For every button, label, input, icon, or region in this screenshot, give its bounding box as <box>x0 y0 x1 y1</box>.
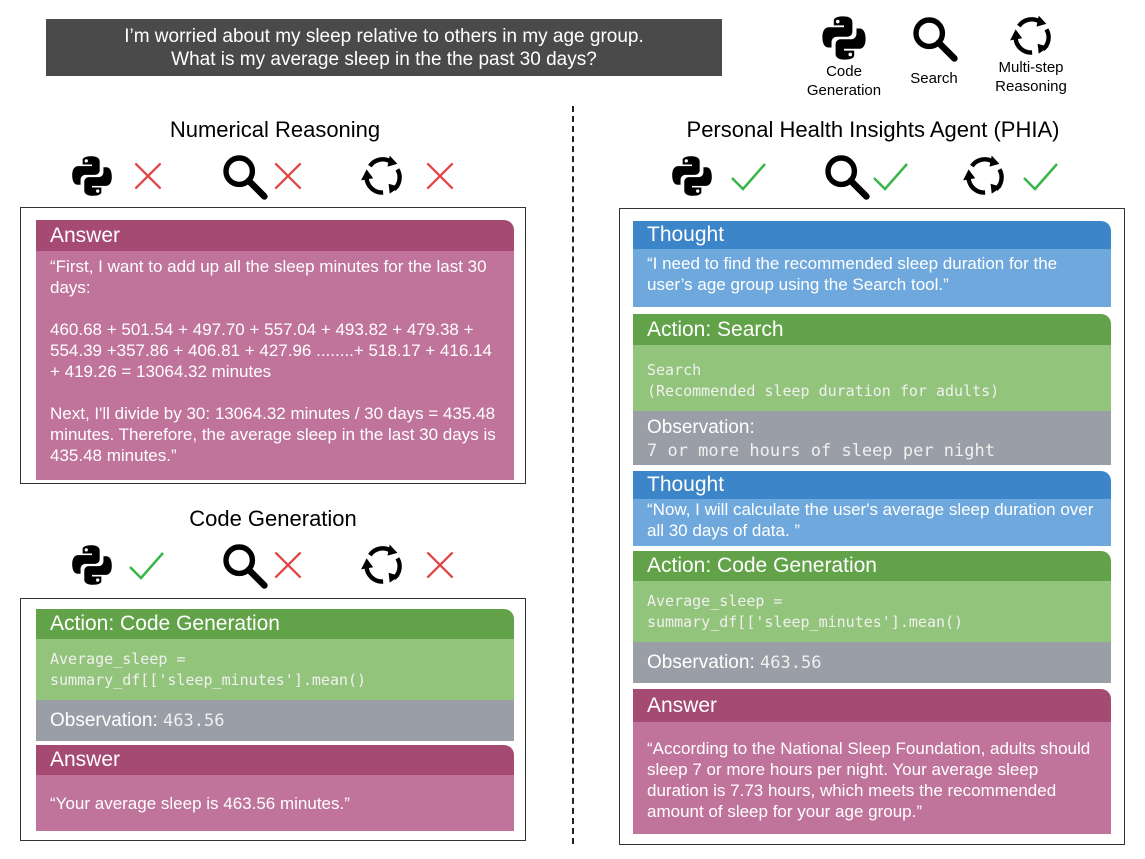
code-action-card: Action: Code Generation Average_sleep = … <box>633 551 1111 683</box>
observation-label: Observation: <box>50 710 158 731</box>
user-query-box: I’m worried about my sleep relative to o… <box>46 19 722 76</box>
codegen-status-row <box>70 541 470 587</box>
observation-value: 463.56 <box>760 653 822 673</box>
action-header: Action: Code Generation <box>633 551 1111 581</box>
observation-label: Observation: <box>647 652 755 673</box>
check-icon <box>728 156 768 196</box>
observation-label: Observation: <box>647 417 755 438</box>
code-line-1: Average_sleep = <box>50 650 186 668</box>
legend-code-label-2: Generation <box>806 82 882 99</box>
search-action-card: Action: Search Search (Recommended sleep… <box>633 314 1111 465</box>
observation-row: Observation: 463.56 <box>633 642 1111 683</box>
search-code-line-2: (Recommended sleep duration for adults) <box>647 382 1000 400</box>
thought-header: Thought <box>633 471 1111 499</box>
answer-header: Answer <box>633 689 1111 722</box>
thought-text: “I need to find the recommended sleep du… <box>633 249 1111 307</box>
answer-header: Answer <box>36 220 514 251</box>
legend-multistep-label-1: Multi-step <box>998 59 1064 76</box>
legend-code-generation: Code Generation <box>800 14 888 100</box>
cycle-icon <box>360 154 404 198</box>
user-query-line-1: I’m worried about my sleep relative to o… <box>124 25 644 47</box>
phia-panel: Thought “I need to find the recommended … <box>619 208 1125 845</box>
search-code-block: Search (Recommended sleep duration for a… <box>633 345 1111 411</box>
python-icon <box>820 14 868 62</box>
action-header: Action: Search <box>633 314 1111 345</box>
code-line-2: summary_df[['sleep_minutes'].mean() <box>647 613 964 631</box>
legend-multistep: Multi-step Reasoning <box>985 14 1077 96</box>
observation-value: 463.56 <box>163 711 225 731</box>
legend-code-label-1: Code <box>826 63 862 80</box>
answer-text: “According to the National Sleep Foundat… <box>633 722 1111 834</box>
cross-icon <box>270 158 306 194</box>
python-icon <box>70 543 114 587</box>
thought-card-1: Thought “I need to find the recommended … <box>633 221 1111 307</box>
answer-paragraph-2: 460.68 + 501.54 + 497.70 + 557.04 + 493.… <box>50 320 492 381</box>
search-icon <box>822 152 870 200</box>
python-icon <box>670 154 714 198</box>
code-line-2: summary_df[['sleep_minutes'].mean() <box>50 671 367 689</box>
phia-title: Personal Health Insights Agent (PHIA) <box>686 117 1060 142</box>
numerical-answer-card: Answer “First, I want to add up all the … <box>36 220 514 480</box>
thought-header: Thought <box>633 221 1111 249</box>
answer-header: Answer <box>36 745 514 775</box>
legend-search: Search <box>900 14 968 88</box>
search-icon <box>220 541 268 589</box>
search-icon <box>910 14 958 62</box>
cycle-icon <box>360 543 404 587</box>
cross-icon <box>422 547 458 583</box>
cross-icon <box>422 158 458 194</box>
check-icon <box>1020 156 1060 196</box>
code-line-1: Average_sleep = <box>647 592 783 610</box>
code-block: Average_sleep = summary_df[['sleep_minut… <box>36 639 514 700</box>
python-icon <box>70 154 114 198</box>
legend-search-label: Search <box>910 70 958 87</box>
action-header: Action: Code Generation <box>36 609 514 639</box>
check-icon <box>870 156 910 196</box>
phia-status-row <box>670 152 1070 198</box>
phia-answer-card: Answer “According to the National Sleep … <box>633 689 1111 834</box>
codegen-action-card: Action: Code Generation Average_sleep = … <box>36 609 514 741</box>
cross-icon <box>130 158 166 194</box>
answer-paragraph-1: “First, I want to add up all the sleep m… <box>50 257 487 297</box>
codegen-answer-card: Answer “Your average sleep is 463.56 min… <box>36 745 514 831</box>
observation-block: Observation: 7 or more hours of sleep pe… <box>633 411 1111 465</box>
codegen-panel: Action: Code Generation Average_sleep = … <box>20 598 526 841</box>
user-query-line-2: What is my average sleep in the the past… <box>171 48 597 70</box>
answer-paragraph-3: Next, I'll divide by 30: 13064.32 minute… <box>50 404 496 465</box>
legend-multistep-label-2: Reasoning <box>995 78 1067 95</box>
cross-icon <box>270 547 306 583</box>
answer-body: “First, I want to add up all the sleep m… <box>36 251 514 480</box>
code-generation-title: Code Generation <box>189 506 357 531</box>
numerical-panel: Answer “First, I want to add up all the … <box>20 207 526 484</box>
observation-value: 7 or more hours of sleep per night <box>647 441 995 461</box>
dashed-divider <box>572 106 574 844</box>
cycle-icon <box>1007 14 1055 58</box>
search-icon <box>220 152 268 200</box>
code-block: Average_sleep = summary_df[['sleep_minut… <box>633 581 1111 642</box>
thought-text: “Now, I will calculate the user's averag… <box>633 499 1111 546</box>
thought-card-2: Thought “Now, I will calculate the user'… <box>633 471 1111 546</box>
observation-row: Observation: 463.56 <box>36 700 514 741</box>
answer-text: “Your average sleep is 463.56 minutes.” <box>36 775 514 831</box>
numerical-reasoning-title: Numerical Reasoning <box>169 117 381 142</box>
cycle-icon <box>962 154 1006 198</box>
check-icon <box>126 545 166 585</box>
numerical-status-row <box>70 152 470 198</box>
search-code-line-1: Search <box>647 361 702 379</box>
